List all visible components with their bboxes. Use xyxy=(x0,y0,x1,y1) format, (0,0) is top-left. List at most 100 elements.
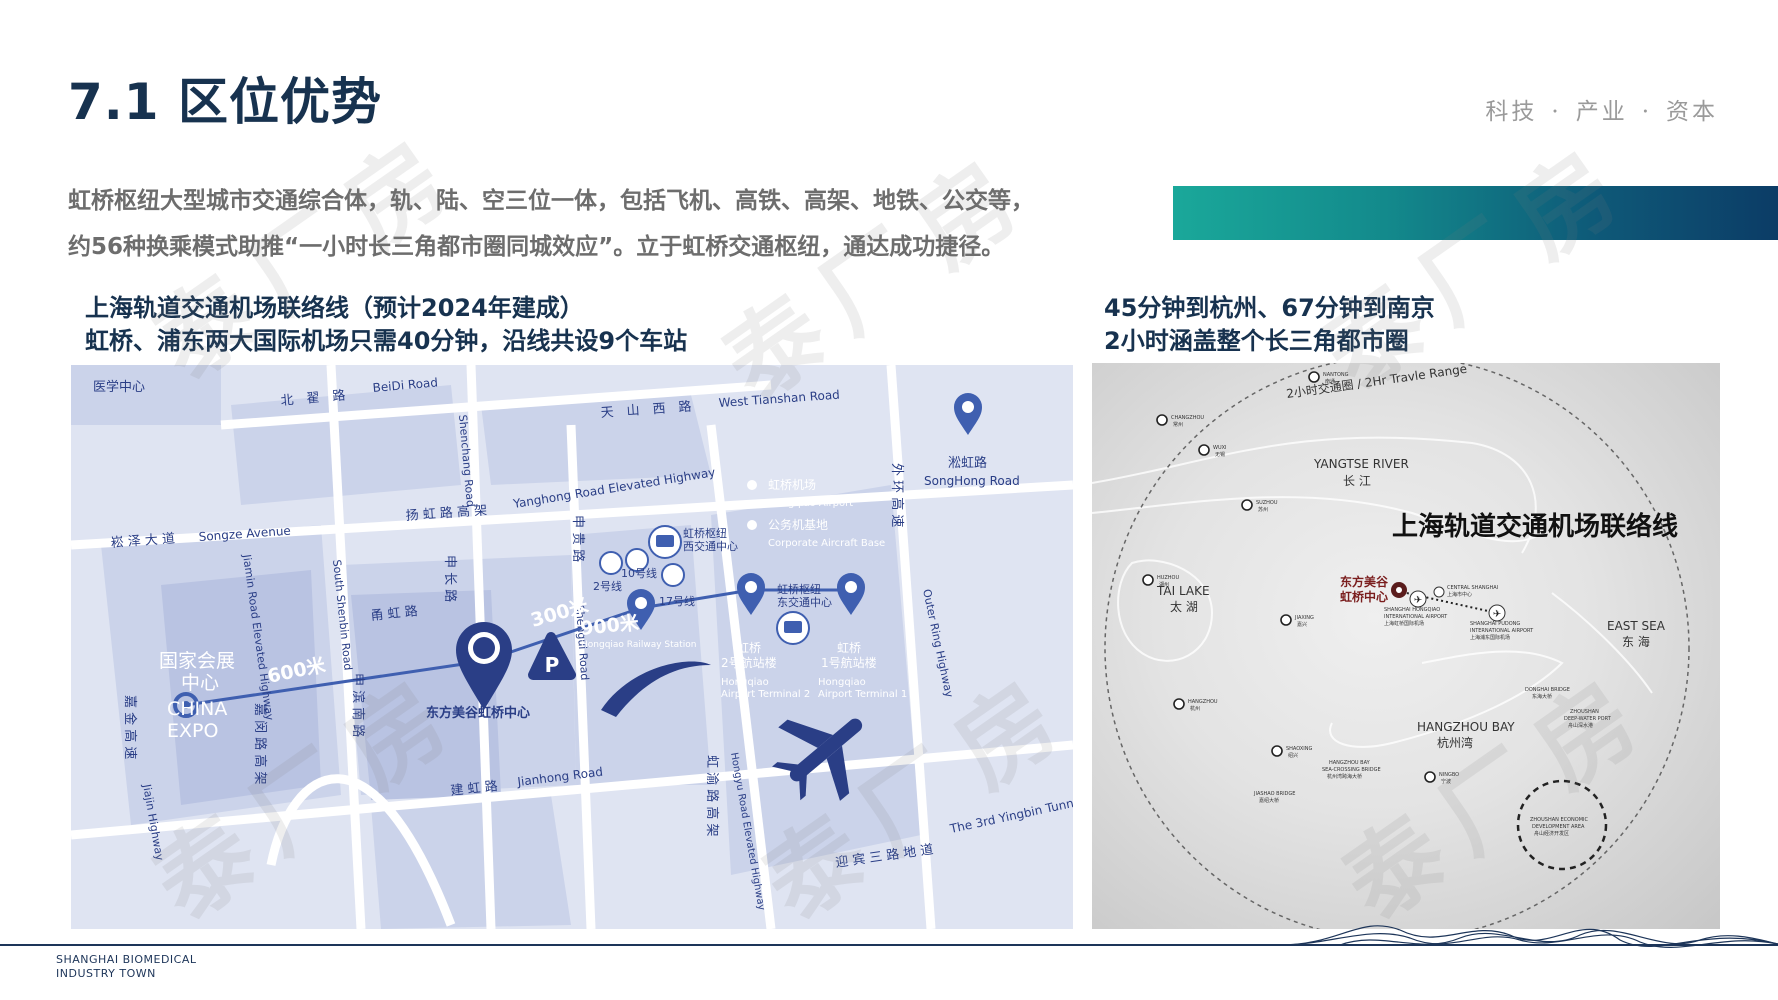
label-jiamin-cn: 嘉 闵 路 高 架 xyxy=(252,703,268,785)
metro-pin xyxy=(627,589,655,630)
footer-line-2: INDUSTRY TOWN xyxy=(56,967,156,980)
city-name-cn: 宁波 xyxy=(1441,778,1451,785)
city-name-en: HUZHOU xyxy=(1157,575,1179,581)
tagline-sep: · xyxy=(1641,99,1652,125)
label-songhong-cn: 淞虹路 xyxy=(948,455,987,471)
city-name-cn: 绍兴 xyxy=(1288,752,1298,759)
left-heading-line-2: 虹桥、浦东两大国际机场只需40分钟，沿线共设9个车站 xyxy=(85,327,688,355)
label-outer-en: Outer Ring Highway xyxy=(920,588,956,699)
expo-block xyxy=(161,570,321,805)
label-tianshan-cn: 天 山 西 路 xyxy=(600,399,692,421)
right-heading-line-2: 2小时涵盖整个长三角都市圈 xyxy=(1104,327,1409,355)
travel-range-circle xyxy=(1104,363,1690,929)
label-east-hub: 虹桥枢纽东交通中心 xyxy=(777,582,832,609)
label-shengui-cn: 申 贵 路 xyxy=(570,515,586,562)
label-hongyu-cn: 虹 渝 路 高 架 xyxy=(704,755,720,837)
label-project: 东方美谷虹桥中心 xyxy=(426,705,530,721)
delta-map-svg: 2小时交通圈 / 2Hr Travle Range 上海轨道交通机场联络线 东方… xyxy=(1092,363,1690,929)
label-yangtse-en: YANGTSE RIVER xyxy=(1313,457,1409,471)
road xyxy=(71,740,1073,840)
terminal1-pin xyxy=(837,573,865,615)
footer-divider xyxy=(0,944,1778,946)
line-title: 上海轨道交通机场联络线 xyxy=(1392,511,1678,542)
label-songhong-en: SongHong Road xyxy=(924,474,1020,488)
tagline: 科技 · 产业 · 资本 xyxy=(1485,92,1718,126)
left-heading-line-1: 上海轨道交通机场联络线（预计2024年建成） xyxy=(85,294,584,322)
city-name-en: JIAXING xyxy=(1294,615,1314,621)
label-jiajin-cn: 嘉 金 高 速 xyxy=(122,695,138,759)
label-line10: 10号线 xyxy=(621,566,657,580)
block xyxy=(571,525,711,785)
river-bank xyxy=(1092,436,1537,554)
corp-dot xyxy=(747,520,757,530)
songhong-pin xyxy=(954,393,982,435)
label-hospital: 医学中心 xyxy=(93,379,145,395)
city-name-en: WUXI xyxy=(1213,445,1227,451)
city-name-en: SHAOXING xyxy=(1286,746,1313,752)
map-dark-blocks xyxy=(161,570,501,805)
tagline-capital: 资本 xyxy=(1666,99,1718,125)
city-name-en: NINGBO xyxy=(1439,772,1459,778)
label-shengui-en: Shengui Road xyxy=(573,604,591,681)
terminal2-pin xyxy=(737,573,765,615)
road-curve xyxy=(266,774,456,927)
road xyxy=(220,380,772,430)
metro-icon xyxy=(599,548,685,587)
zhoushan-circle xyxy=(1516,779,1608,871)
gradient-banner xyxy=(1173,186,1778,240)
label-yangtse-cn: 长 江 xyxy=(1343,474,1371,488)
city-name-cn: 无锡 xyxy=(1215,451,1225,458)
label-corp-cn: 公务机基地 xyxy=(768,517,828,532)
label-east-cn: 东 海 xyxy=(1622,634,1650,649)
tagline-sep: · xyxy=(1551,99,1562,125)
tagline-industry: 产业 xyxy=(1575,99,1628,125)
label-jianhong-cn: 建 虹 路 xyxy=(450,778,499,799)
label-line2: 2号线 xyxy=(593,579,622,593)
map-outlines xyxy=(1092,436,1653,748)
railway-logo xyxy=(601,661,711,717)
label-airport-en: Hongqiao Airport xyxy=(768,498,853,509)
river-bank xyxy=(1092,496,1543,543)
coast xyxy=(1551,592,1653,694)
road xyxy=(566,424,596,929)
footer-brand: SHANGHAI BIOMEDICAL INDUSTRY TOWN xyxy=(56,953,197,981)
label-tai-cn: 太 湖 xyxy=(1170,599,1198,614)
label-east-en: EAST SEA xyxy=(1607,619,1666,633)
label-airport-cn: 虹桥机场 xyxy=(768,478,816,492)
bus-icon xyxy=(776,611,810,645)
label-songze-en: Songze Avenue xyxy=(198,524,291,544)
label-corp-en: Corporate Aircraft Base xyxy=(768,538,885,549)
intro-line-1: 虹桥枢纽大型城市交通综合体，轨、陆、空三位一体，包括飞机、高铁、高架、地铁、公交… xyxy=(68,188,1034,214)
city-markers: NANTONG南通CHANGZHOU常州WUXI无锡SUZHOU苏州HUZHOU… xyxy=(1142,371,1459,785)
label-beidi-cn: 北 翟 路 xyxy=(280,387,346,409)
city-name-en: CHANGZHOU xyxy=(1171,415,1204,421)
label-yanghong-cn: 扬 虹 路 高 架 xyxy=(405,502,487,524)
footer-wave-decoration xyxy=(1280,925,1778,948)
right-heading-line-1: 45分钟到杭州、67分钟到南京 xyxy=(1104,294,1435,322)
map-roads xyxy=(71,365,1073,929)
bus-icon xyxy=(648,525,682,559)
tagline-tech: 科技 xyxy=(1485,99,1538,125)
label-rail-en: Hongqiao Railway Station xyxy=(581,640,696,650)
label-shenchang-cn: 申 长 路 xyxy=(442,555,458,602)
road xyxy=(326,365,366,929)
svg-text:✈: ✈ xyxy=(1493,609,1501,620)
footer-line-1: SHANGHAI BIOMEDICAL xyxy=(56,953,197,966)
